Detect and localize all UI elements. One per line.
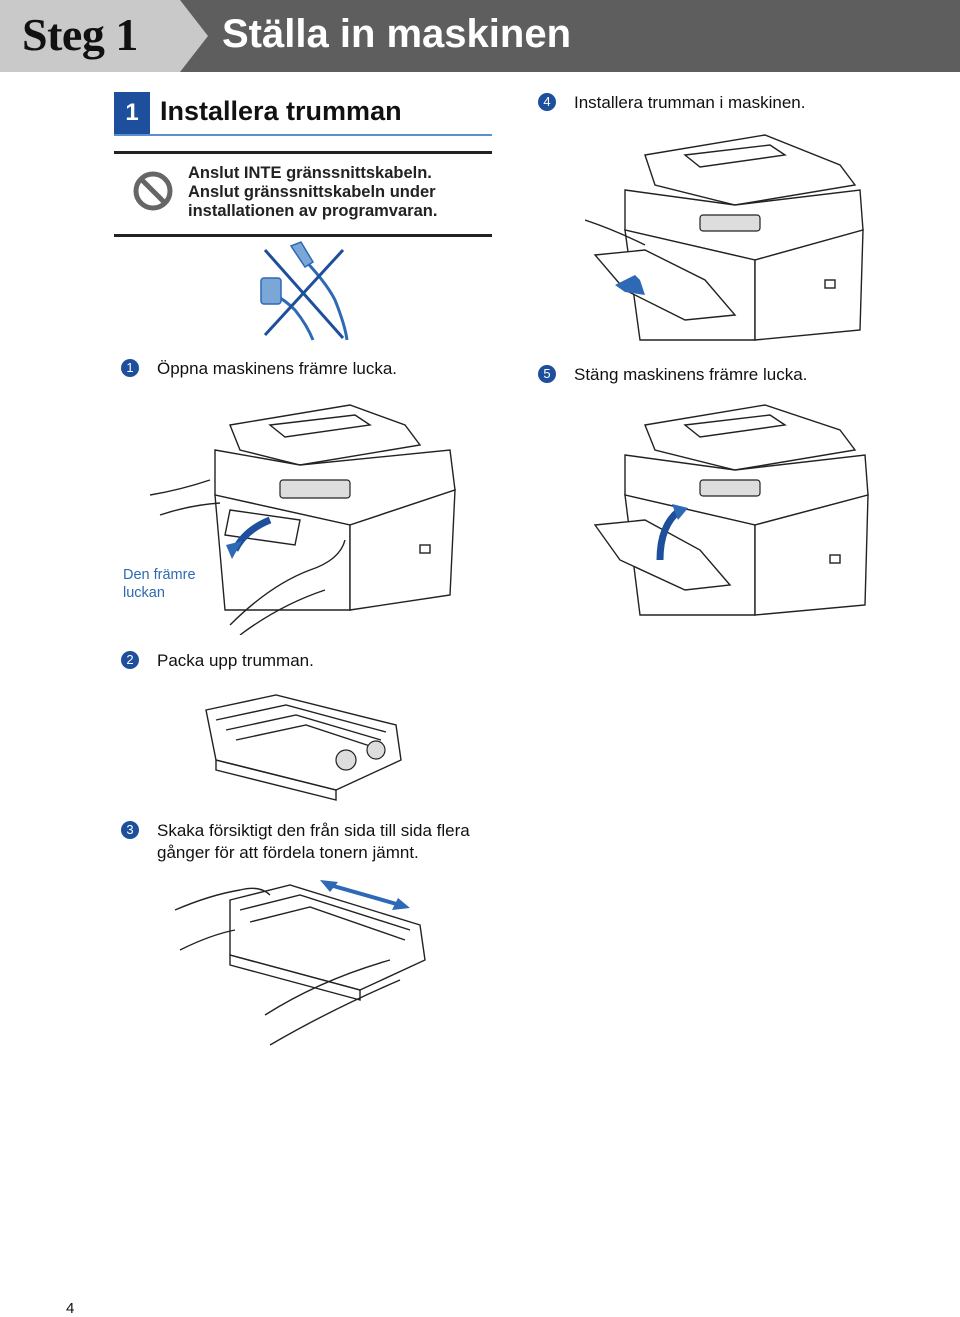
step-number: 1 [121, 359, 139, 377]
page-title: Ställa in maskinen [222, 12, 572, 56]
shaking-drum-illustration [174, 880, 426, 1046]
warning-line: Anslut gränssnittskabeln under [188, 183, 436, 201]
section-title: Installera trumman [160, 96, 402, 126]
section-number-badge: 1 [114, 92, 150, 134]
step-label: Steg 1 [22, 9, 138, 60]
no-cable-illustration [260, 241, 349, 341]
step-text: Stäng maskinens främre lucka. [574, 365, 808, 384]
step-number: 5 [538, 365, 556, 383]
section-rule [114, 134, 492, 136]
warning-text: Anslut INTE gränssnittskabeln. Anslut gr… [188, 164, 437, 221]
prohibited-icon [133, 171, 173, 211]
install-drum-illustration [585, 134, 864, 341]
front-cover-callout: Den främre luckan [123, 566, 196, 602]
printer-open-cover-illustration [150, 404, 456, 635]
step-text-block: Skaka försiktigt den från sida till sida… [157, 820, 470, 864]
step-number: 3 [121, 821, 139, 839]
page-number: 4 [66, 1300, 75, 1317]
warning-box: Anslut INTE gränssnittskabeln. Anslut gr… [114, 151, 492, 237]
page-header: Steg 1 Ställa in maskinen [0, 0, 960, 72]
drum-unit-illustration [205, 694, 402, 801]
callout-line: luckan [123, 585, 165, 601]
step-number: 2 [121, 651, 139, 669]
warning-line: Anslut INTE gränssnittskabeln. [188, 164, 432, 182]
callout-line: Den främre [123, 567, 196, 583]
step-text-line: gånger för att fördela tonern jämnt. [157, 843, 419, 862]
close-cover-illustration [593, 404, 869, 616]
step-text-line: Skaka försiktigt den från sida till sida… [157, 821, 470, 840]
warning-line: installationen av programvaran. [188, 202, 438, 220]
step-text: Packa upp trumman. [157, 651, 314, 670]
step-text: Installera trumman i maskinen. [574, 93, 806, 112]
header-background [0, 0, 960, 72]
step-number: 4 [538, 93, 556, 111]
step-text: Öppna maskinens främre lucka. [157, 359, 397, 378]
